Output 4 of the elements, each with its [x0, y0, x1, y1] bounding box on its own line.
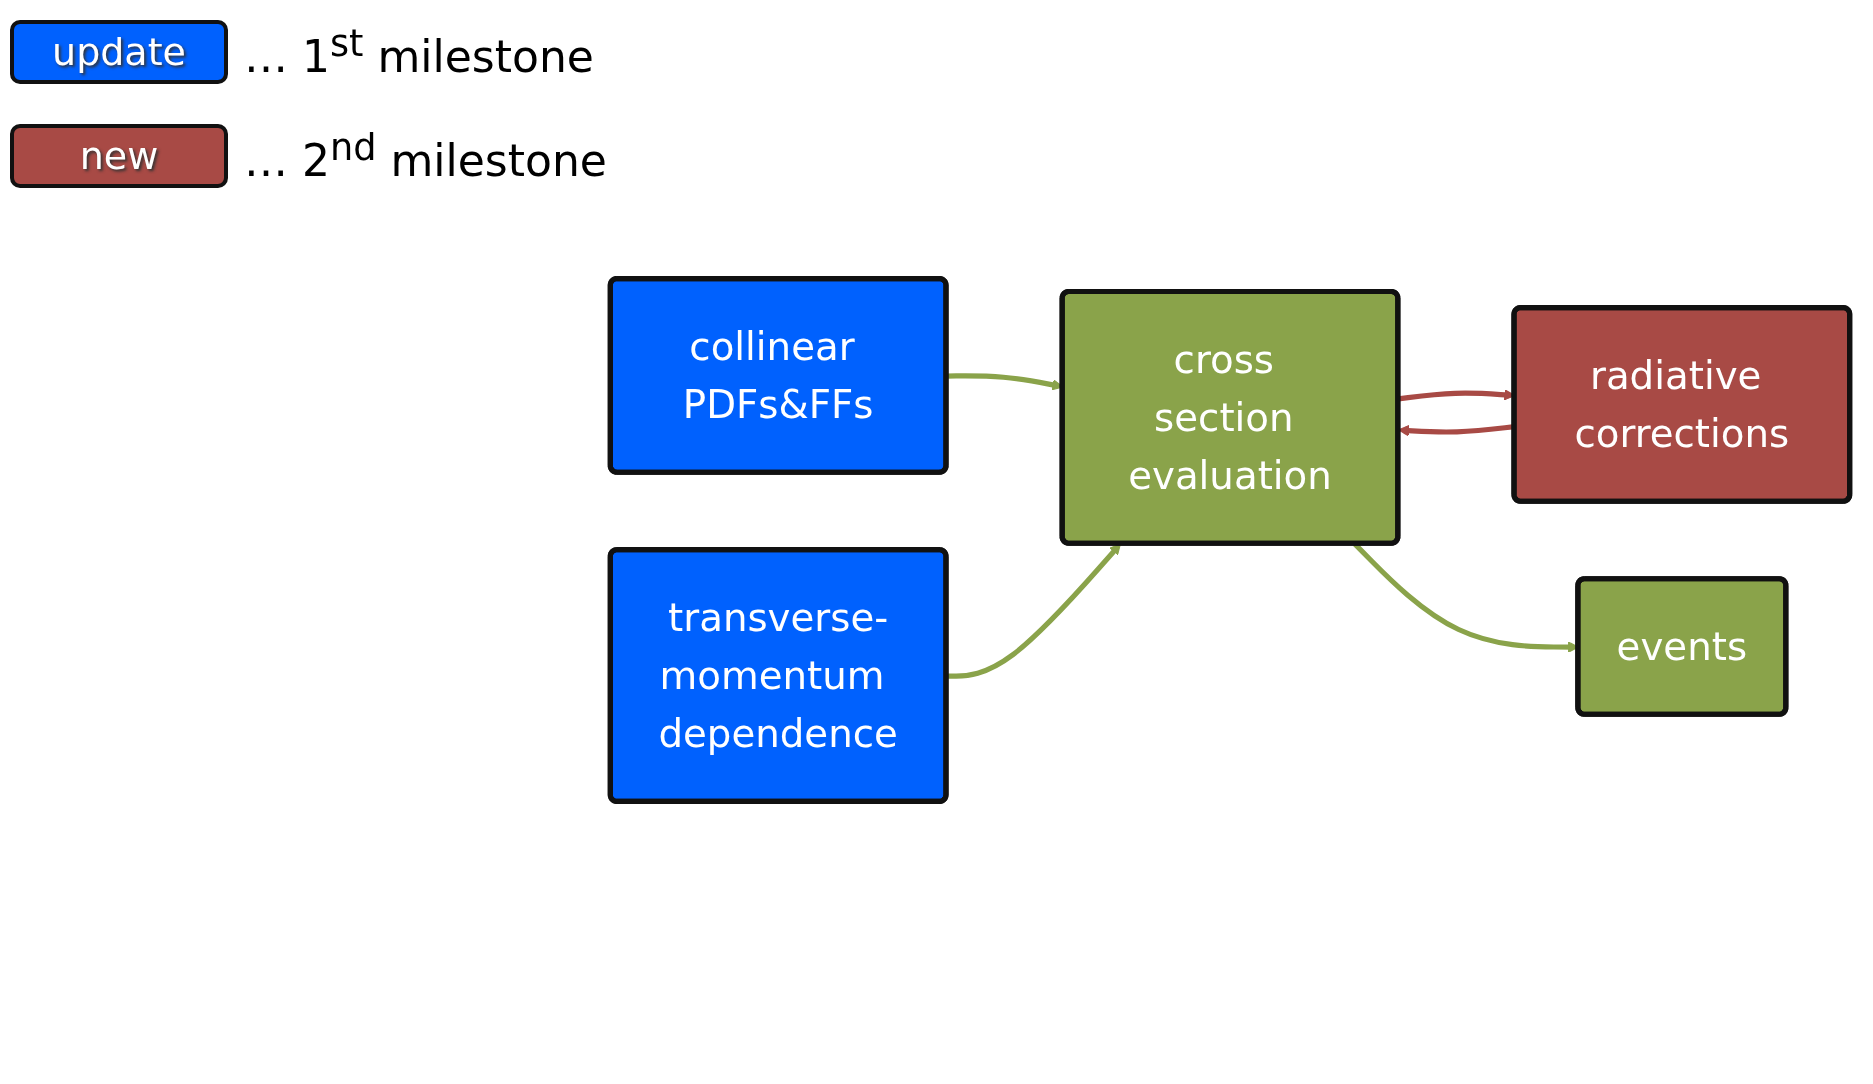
legend-text: … 1$^{st}$ milestone: [244, 22, 594, 82]
legend-swatch: update: [10, 20, 228, 84]
legend-swatch: new: [10, 124, 228, 188]
legend-text: … 2$^{nd}$ milestone: [244, 126, 607, 186]
